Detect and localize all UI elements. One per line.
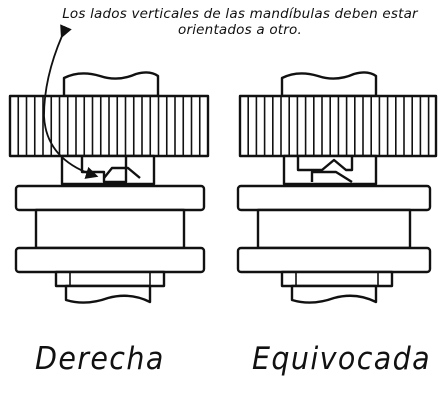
curved-arrow-icon <box>43 24 99 179</box>
correct-assembly <box>8 71 210 304</box>
wrong-assembly <box>236 71 438 304</box>
lower-flange <box>14 246 206 274</box>
upper-shaft <box>62 71 160 98</box>
base-foot <box>290 284 378 304</box>
hub <box>60 154 156 186</box>
knob-knurling <box>247 96 430 156</box>
base-collar <box>280 270 394 288</box>
instruction-note: Los lados verticales de las mandíbulas d… <box>40 6 440 38</box>
upper-shaft <box>280 71 378 98</box>
note-line-1: Los lados verticales de las mandíbulas d… <box>62 6 418 22</box>
lower-flange <box>236 246 432 274</box>
note-line-2: orientados a otro. <box>178 22 302 38</box>
lower-jaw <box>103 166 141 179</box>
base-collar <box>54 270 166 288</box>
caption-correct: Derecha <box>35 341 165 377</box>
base-foot <box>64 284 152 304</box>
body <box>34 208 186 250</box>
lower-jaw <box>310 170 353 184</box>
body <box>256 208 412 250</box>
upper-jaw <box>296 156 354 172</box>
upper-flange <box>14 184 206 212</box>
caption-wrong: Equivocada <box>252 341 431 377</box>
upper-flange <box>236 184 432 212</box>
